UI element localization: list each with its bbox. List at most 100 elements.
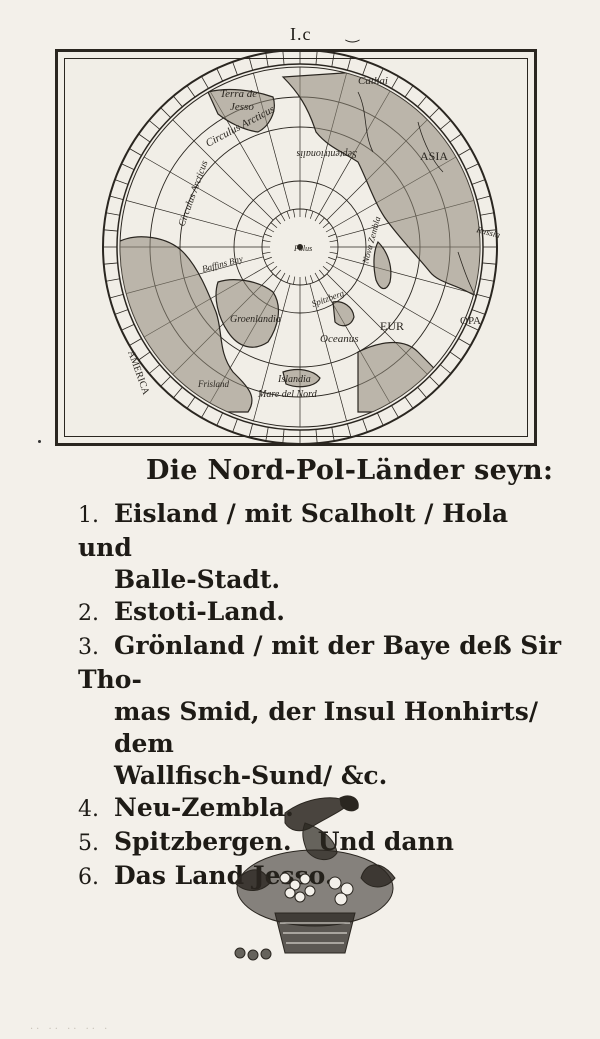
degree-tick — [391, 405, 399, 418]
degree-tick — [129, 338, 142, 346]
inner-pole-ray — [309, 275, 314, 283]
degree-tick — [439, 120, 452, 130]
eagle-head — [339, 795, 359, 812]
degree-tick — [362, 418, 368, 433]
degree-tick — [114, 179, 129, 185]
map-inner-border — [64, 58, 528, 437]
list-item: 4.Neu-Zembla. — [78, 792, 568, 826]
degree-tick — [362, 61, 368, 76]
list-item-text: Eisland / mit Scalholt / Hola und — [78, 499, 509, 562]
list-item: 2.Estoti-Land. — [78, 596, 568, 630]
degree-tick — [216, 68, 224, 82]
inner-pole-ray — [314, 213, 320, 222]
inner-pole-ray — [264, 233, 272, 238]
inner-pole-ray — [329, 240, 338, 243]
label-europa-2: OPA — [460, 315, 481, 327]
inner-pole-ray — [262, 240, 271, 243]
degree-tick — [404, 85, 414, 98]
degree-tick — [148, 120, 161, 130]
list-item-number: 3. — [78, 635, 99, 660]
list-item-continuation: mas Smid, der Insul Honhirts/ dem — [114, 697, 538, 758]
degree-tick — [480, 212, 495, 216]
degree-tick — [248, 56, 254, 71]
label-europa-1: EUR — [380, 319, 404, 333]
degree-tick — [404, 396, 414, 409]
label-islandia: Islandia — [277, 374, 311, 385]
pole-marker — [297, 244, 303, 250]
degree-tick — [148, 364, 161, 374]
degree-tick — [331, 52, 335, 67]
meridian-line — [126, 200, 264, 238]
degree-tick — [282, 429, 285, 444]
meridian-line — [309, 283, 347, 421]
land-islandia — [282, 368, 321, 388]
degree-tick — [138, 133, 151, 143]
degree-tick — [346, 423, 352, 438]
degree-tick — [282, 52, 285, 65]
degree-tick — [439, 364, 452, 374]
list-item-number: 6. — [78, 865, 99, 890]
inner-pole-ray — [270, 222, 278, 228]
list-item-number: 1. — [78, 503, 99, 528]
inner-pole-ray — [304, 276, 307, 285]
label-baffins-bay: Baffins Bay — [201, 253, 244, 273]
inner-pole-ray — [319, 269, 325, 277]
degree-tick — [465, 323, 479, 331]
meridian-line — [336, 256, 474, 294]
fruit-grapes — [279, 872, 354, 906]
degree-tick — [471, 179, 486, 185]
margin-dot — [38, 440, 41, 443]
inner-pole-ray — [286, 211, 291, 219]
land-nova-zembla — [373, 240, 392, 290]
degree-tick — [105, 278, 120, 282]
label-frisland: Frisland — [197, 379, 230, 389]
page-heading: Die Nord-Pol-Länder seyn: — [146, 455, 554, 486]
leaf-left — [234, 869, 271, 891]
list-item: 3.Grönland / mit der Baye deß Sir Tho- m… — [78, 630, 568, 792]
inner-pole-ray — [266, 261, 275, 267]
base-fruit — [247, 949, 259, 961]
degree-tick — [114, 309, 129, 315]
inner-pole-ray — [286, 275, 291, 283]
degree-tick — [482, 229, 497, 232]
list-item-text: Grönland / mit der Baye deß Sir Tho- — [78, 631, 561, 694]
label-septentrionalis: Septentrionalis — [296, 148, 357, 159]
basket-weave — [280, 922, 350, 944]
degree-tick — [391, 76, 399, 89]
degree-tick — [315, 429, 318, 444]
label-polus: Polus — [293, 244, 312, 253]
degree-tick — [186, 85, 196, 98]
degree-tick — [109, 195, 124, 201]
base-fruit — [260, 948, 272, 960]
list-item-number: 5. — [78, 831, 99, 856]
degree-tick — [449, 133, 462, 143]
degree-tick — [248, 423, 254, 438]
inner-pole-ray — [262, 251, 271, 254]
degree-tick — [186, 396, 196, 409]
degree-tick — [471, 309, 486, 315]
degree-tick — [449, 351, 462, 361]
inner-pole-ray — [309, 211, 314, 219]
degree-tick — [476, 195, 491, 201]
inner-pole-ray — [266, 227, 275, 233]
inner-pole-ray — [314, 272, 320, 281]
degree-tick — [376, 68, 384, 82]
rivers — [357, 91, 477, 298]
label-groenlandia: Groenlandia — [230, 314, 281, 325]
degree-tick — [216, 412, 224, 426]
meridian-line — [253, 283, 291, 421]
degree-tick — [173, 95, 183, 108]
inner-pole-ray — [270, 266, 278, 272]
inner-pole-ray — [264, 256, 272, 261]
label-circulus-arcticus-left: Circulus Arcticus — [176, 159, 210, 228]
degree-tick — [458, 148, 471, 156]
degree-tick — [429, 107, 440, 118]
inner-pole-ray — [319, 217, 325, 225]
degree-tick — [476, 293, 491, 299]
degree-tick — [315, 52, 318, 65]
degree-tick — [465, 163, 479, 171]
base-fruit — [234, 947, 246, 959]
eagle-fruit-basket-ornament — [234, 795, 396, 961]
polar-map-frame: Polus Terra de Jesso Cathai ASIA Circulu… — [55, 49, 537, 446]
inner-pole-ray — [280, 272, 286, 281]
